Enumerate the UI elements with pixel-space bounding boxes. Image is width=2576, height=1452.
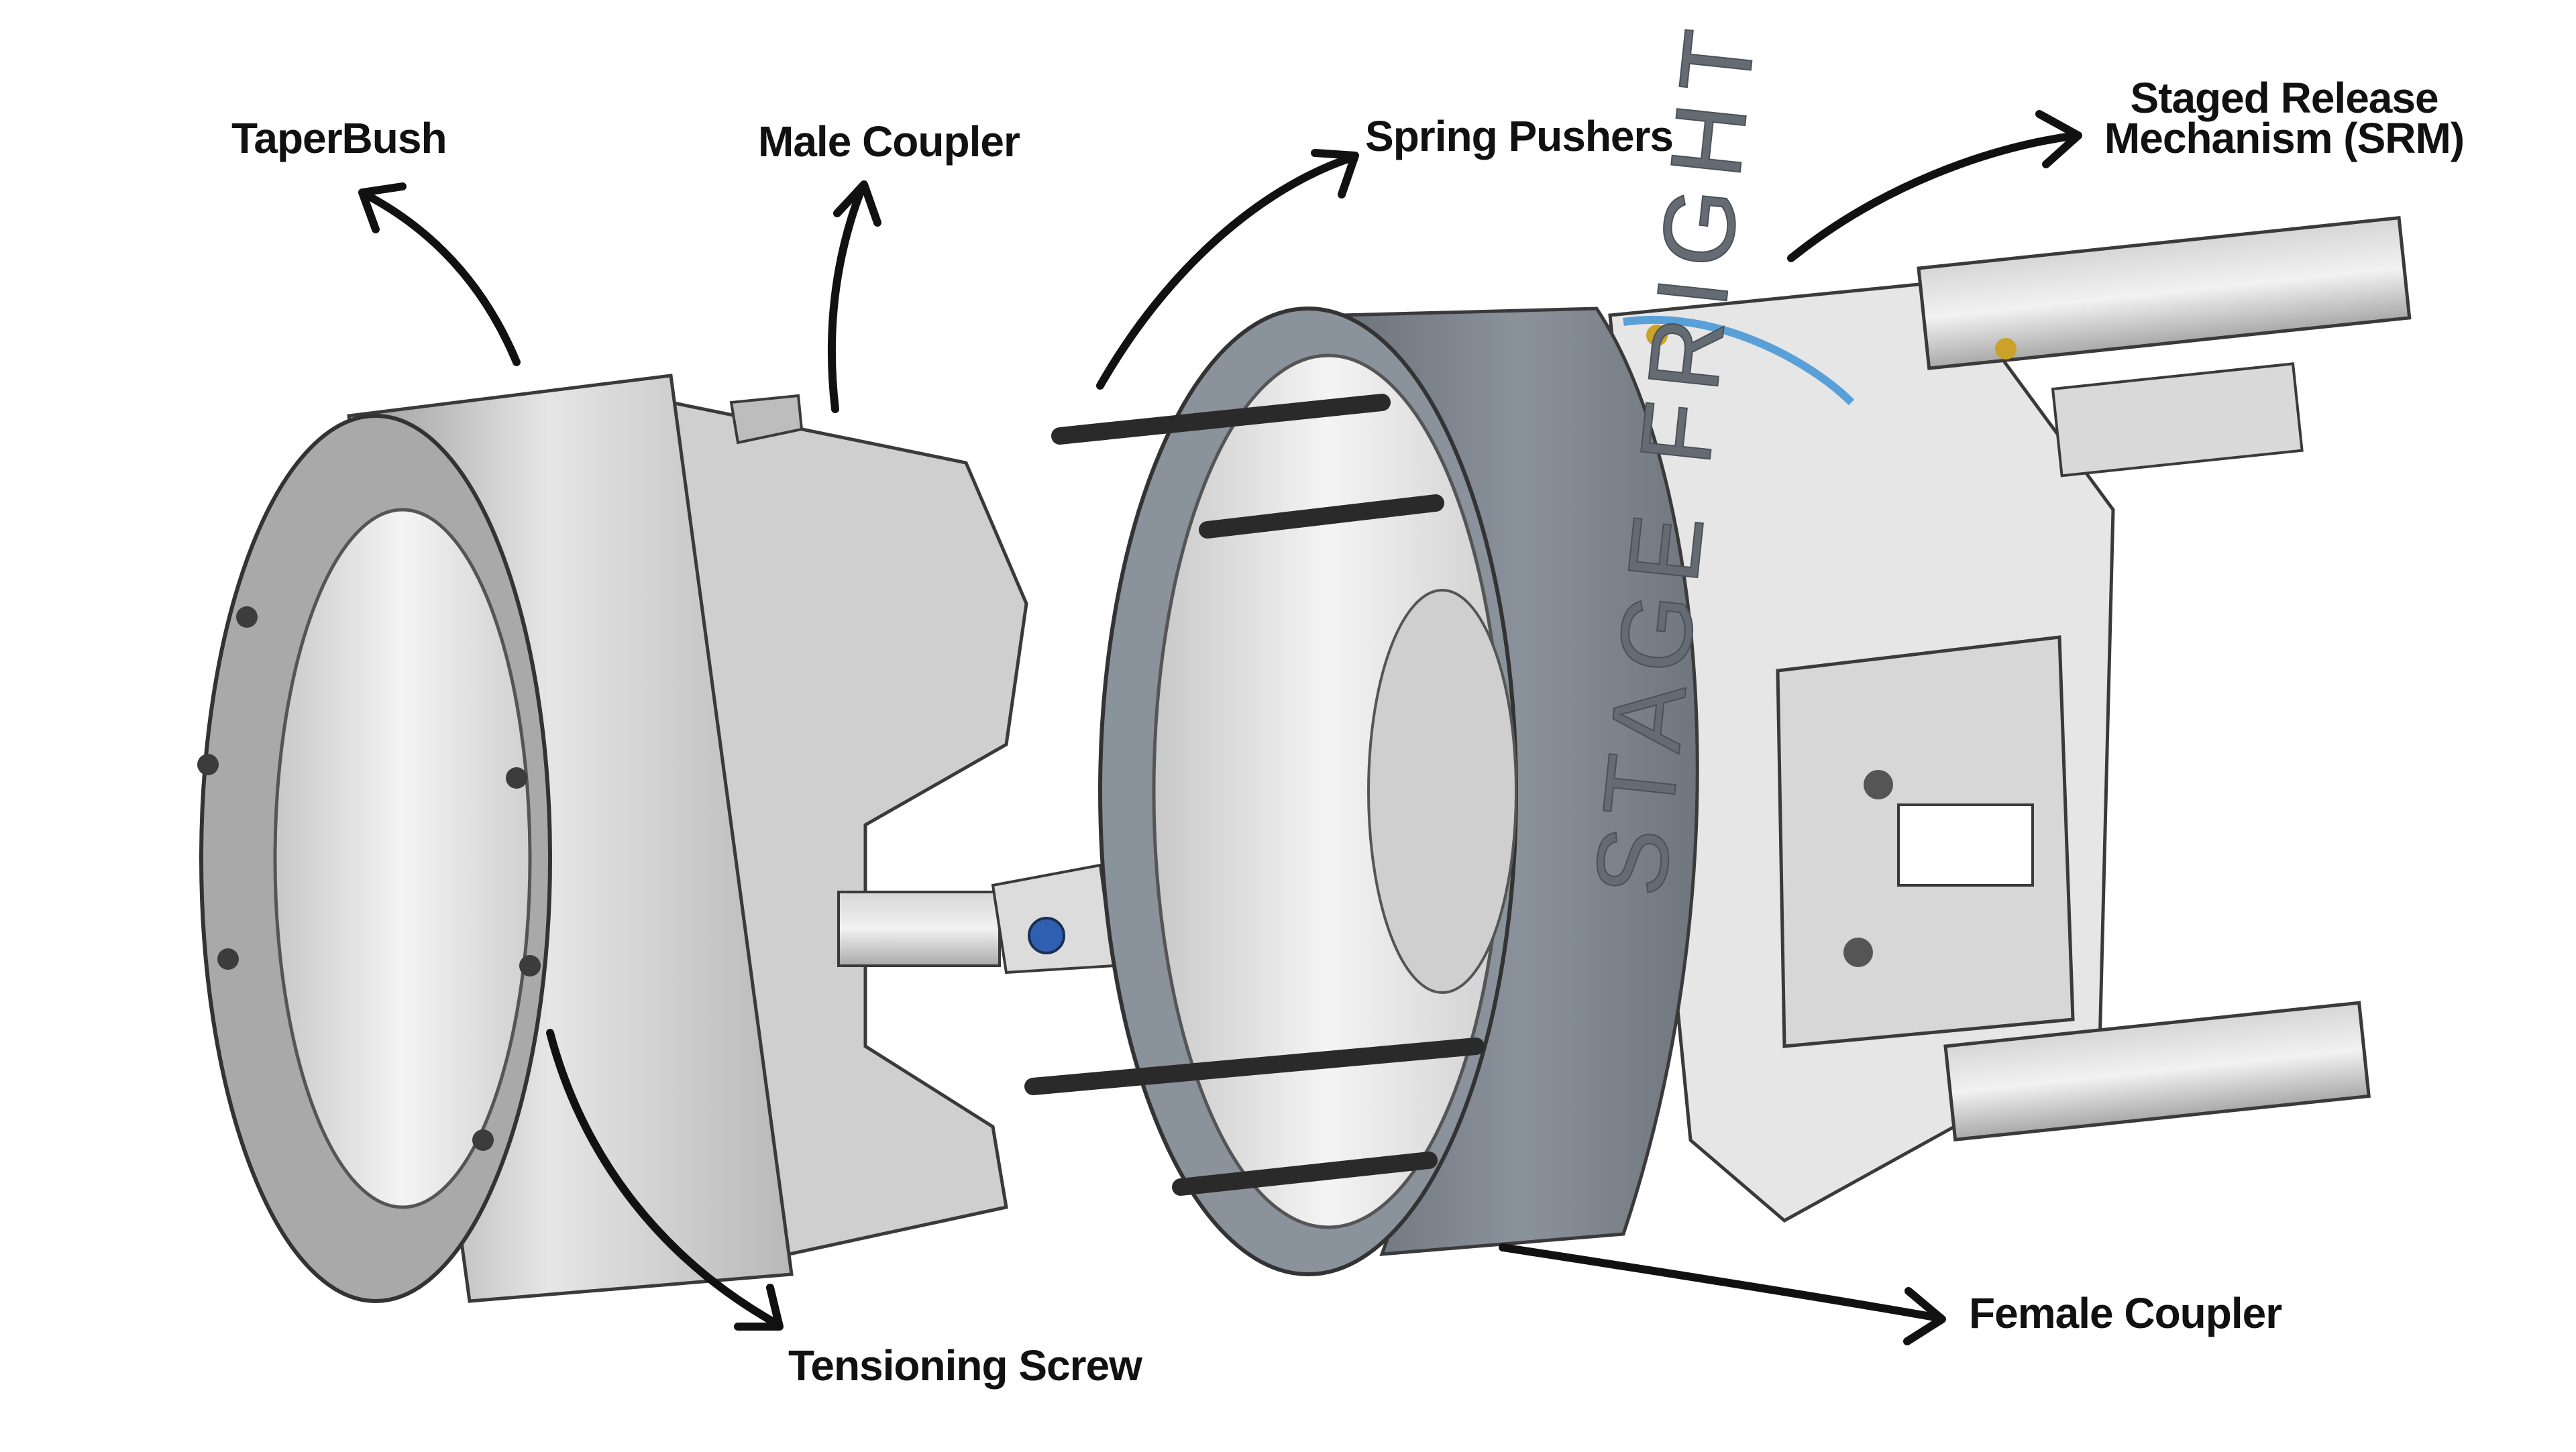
label-tensioning-screw: Tensioning Screw <box>788 1341 1142 1390</box>
srm-cable <box>1623 315 1855 406</box>
arrowhead-male-coupler <box>833 180 881 227</box>
spring-pusher-rod <box>1172 1152 1438 1196</box>
arrow-male-coupler <box>827 184 866 413</box>
arrowhead-taperbush <box>358 182 407 233</box>
plate-nut <box>1843 938 1873 967</box>
arrowhead-spring-pushers <box>1311 149 1359 199</box>
label-male-coupler: Male Coupler <box>758 117 1020 166</box>
spring-pushers <box>1024 394 1485 1196</box>
tensioning-screw-nut <box>1028 917 1065 954</box>
srm-upper-actuator <box>1917 215 2412 370</box>
plate-slot <box>1897 803 2034 887</box>
arrow-srm <box>1787 131 2080 262</box>
bolt <box>472 1129 494 1151</box>
female-coupler-assembly: STAGE FRIGHT <box>1024 13 2412 1276</box>
bolt <box>506 767 527 789</box>
arrowhead-srm <box>2035 110 2082 168</box>
arrowhead-tensioning-screw <box>734 1284 784 1331</box>
srm-fitting <box>1646 325 1668 346</box>
label-srm-line1: Staged Release <box>2130 74 2438 122</box>
arrow-spring-pushers <box>1096 154 1356 390</box>
female-coupler-hub <box>1367 589 1517 994</box>
label-female-coupler: Female Coupler <box>1969 1289 2282 1337</box>
male-coupler-tab <box>729 394 804 445</box>
srm-fitting <box>1995 338 2017 359</box>
srm-upper-actuator-rod <box>2051 362 2304 478</box>
label-spring-pushers: Spring Pushers <box>1365 112 1673 160</box>
label-taperbush: TaperBush <box>231 114 447 162</box>
bolt <box>519 955 541 976</box>
spring-pusher-rod <box>1051 394 1391 445</box>
label-srm-line2: Mechanism (SRM) <box>2104 114 2464 162</box>
spring-pusher-rod <box>1024 1038 1485 1095</box>
arrow-taperbush <box>362 190 521 366</box>
taperbush-and-male-coupler <box>197 374 1116 1303</box>
spring-pusher-rod <box>1199 494 1444 539</box>
bolt <box>236 606 258 628</box>
srm-lower-actuator <box>1943 1001 2371 1141</box>
tensioning-screw-body <box>837 891 1001 967</box>
plate-nut <box>1864 770 1893 799</box>
arrow-female-coupler <box>1499 1243 1943 1322</box>
bolt <box>217 948 239 970</box>
arrowhead-female-coupler <box>1903 1287 1946 1345</box>
taperbush-bore <box>273 508 532 1209</box>
bolt <box>197 754 219 775</box>
callout-labels: TaperBush Male Coupler Spring Pushers St… <box>231 74 2465 1390</box>
taperbush-bolts <box>197 606 541 1151</box>
callout-arrows <box>358 110 2082 1345</box>
arrow-tensioning-screw <box>546 1029 782 1329</box>
